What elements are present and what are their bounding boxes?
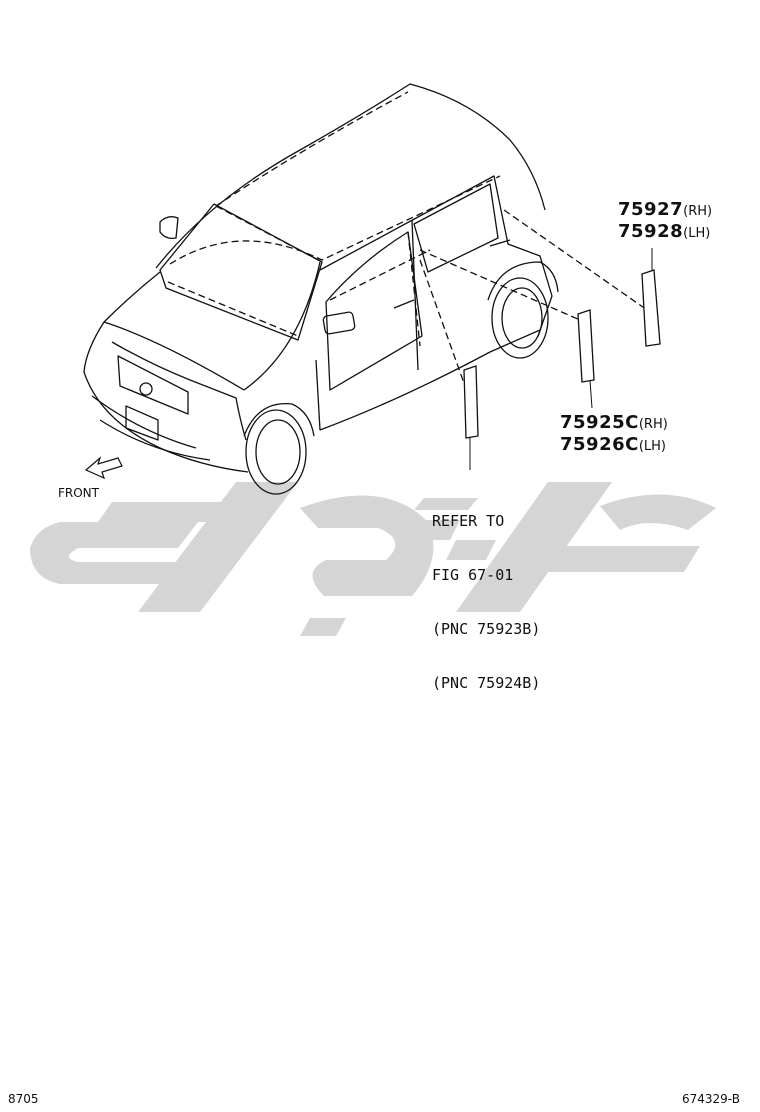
part-number: 75927 — [618, 199, 684, 220]
reference-line: REFER TO — [432, 512, 505, 530]
part-strips — [463, 269, 661, 439]
front-label: FRONT — [58, 486, 99, 500]
part-side: (RH) — [638, 417, 668, 432]
part-label-75925c: 75925C(RH) — [560, 412, 668, 433]
reference-line: (PNC 75923B) — [432, 620, 541, 638]
part-label-75928: 75928(LH) — [618, 221, 710, 242]
strip-75925c — [577, 309, 595, 383]
footer-right-code: 674329-B — [682, 1092, 740, 1106]
part-number: 75926C — [560, 434, 639, 455]
reference-note: REFER TO FIG 67-01 (PNC 75923B) (PNC 759… — [432, 476, 540, 710]
part-side: (RH) — [683, 204, 713, 219]
part-side: (LH) — [638, 439, 667, 454]
strip-75927 — [641, 269, 661, 347]
part-label-75927: 75927(RH) — [618, 199, 712, 220]
car-illustration — [83, 83, 651, 495]
part-side: (LH) — [683, 226, 711, 241]
part-number: 75928 — [618, 221, 684, 242]
watermark-logo — [30, 482, 716, 636]
reference-line: FIG 67-01 — [432, 566, 514, 584]
footer-left-code: 8705 — [8, 1092, 39, 1106]
leader-lines — [469, 248, 653, 470]
part-number: 75925C — [560, 412, 639, 433]
reference-line: (PNC 75924B) — [432, 674, 541, 692]
strip-refer — [463, 365, 479, 439]
front-arrow-icon — [84, 456, 123, 480]
part-label-75926c: 75926C(LH) — [560, 434, 666, 455]
